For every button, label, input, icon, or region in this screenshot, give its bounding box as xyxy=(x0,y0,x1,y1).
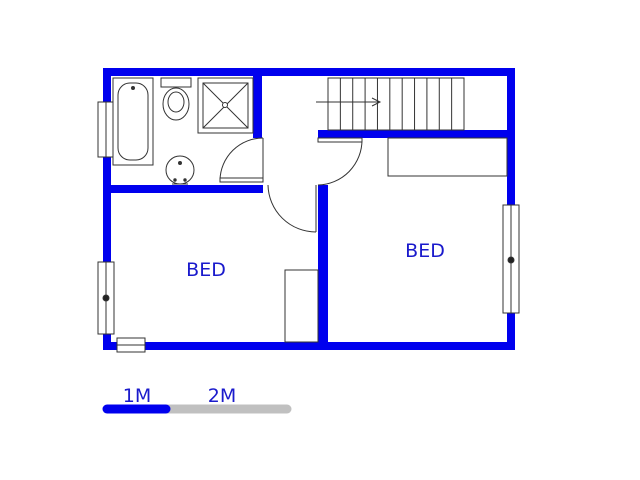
toilet-icon xyxy=(160,77,192,121)
doors xyxy=(219,137,363,233)
built-ins xyxy=(284,137,508,343)
shower-icon xyxy=(197,77,254,134)
room-label-bed-right: BED xyxy=(405,240,445,262)
door-bedroom-left xyxy=(267,184,317,233)
wall-bathroom-right xyxy=(253,68,262,138)
wall-left xyxy=(103,68,111,350)
scale-label-1m: 1M xyxy=(123,385,151,407)
wall-top xyxy=(103,68,515,76)
wardrobe-right-bedroom xyxy=(387,137,508,177)
wardrobe-left-bedroom xyxy=(284,269,319,343)
window-bedroom-left xyxy=(97,261,115,335)
room-label-bed-left: BED xyxy=(186,259,226,281)
window-bedroom-right xyxy=(502,204,520,314)
wall-bedroom-partition xyxy=(318,185,328,350)
windows xyxy=(97,101,520,353)
wall-bathroom-bottom-left xyxy=(103,185,263,193)
window-bottom xyxy=(116,337,146,353)
window-bathroom-left xyxy=(97,101,115,158)
bathtub-icon xyxy=(112,77,154,166)
stair-treads xyxy=(339,78,453,130)
door-bathroom xyxy=(219,137,264,183)
wall-landing-bottom xyxy=(318,130,515,138)
basin-icon xyxy=(165,155,195,185)
bathroom-fixtures xyxy=(112,77,254,185)
scale-label-2m: 2M xyxy=(208,385,236,407)
scale-bar: 1M 2M xyxy=(102,385,292,414)
door-bedroom-right xyxy=(317,137,363,186)
wall-bottom xyxy=(103,342,515,350)
stairs-icon xyxy=(316,77,465,131)
